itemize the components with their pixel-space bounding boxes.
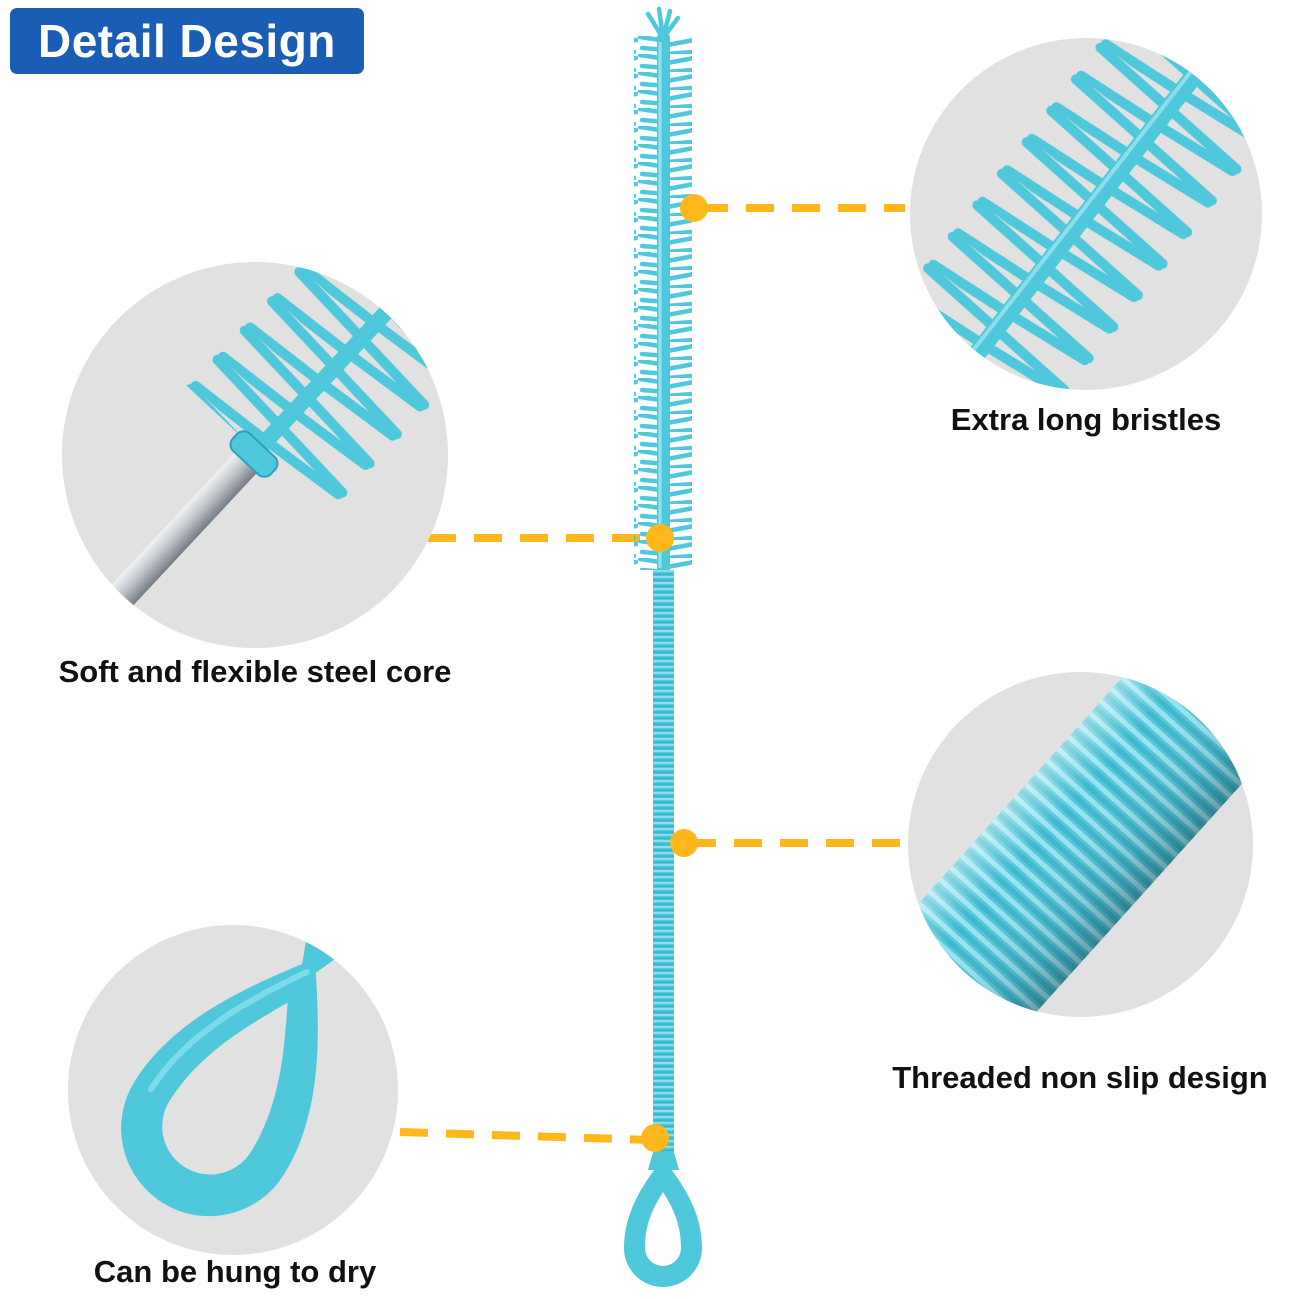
callout-circle-steel-core	[62, 262, 448, 648]
detail-design-badge: Detail Design	[10, 8, 364, 74]
loop-closeup-image	[121, 925, 372, 1217]
callout-label-hang-to-dry: Can be hung to dry	[93, 1254, 377, 1289]
leader-lines	[399, 204, 905, 1144]
leader-dot-threads	[670, 829, 698, 857]
steel-core-closeup-image	[77, 262, 448, 642]
brush-bristle-head	[634, 6, 692, 575]
leader-dot-steel-core	[646, 524, 674, 552]
callout-circle-threaded-grip	[908, 672, 1253, 1017]
threads-closeup-image	[908, 672, 1253, 1017]
callout-label-extra-long-bristles: Extra long bristles	[950, 402, 1222, 437]
brush	[624, 6, 702, 1287]
brush-loop-handle	[624, 1152, 702, 1287]
leader-dot-loop	[641, 1124, 669, 1152]
leader-dot-bristles	[680, 194, 708, 222]
callout-label-steel-core: Soft and flexible steel core	[58, 654, 452, 689]
bristles-closeup-image	[910, 38, 1262, 390]
callout-label-threaded-grip: Threaded non slip design	[892, 1060, 1268, 1095]
callout-circle-extra-long-bristles	[910, 38, 1262, 390]
leader-line-loop	[399, 1128, 651, 1144]
leader-dots	[641, 194, 708, 1152]
callout-circle-hang-to-dry	[68, 925, 398, 1255]
brush-threaded-shaft	[653, 570, 674, 1154]
